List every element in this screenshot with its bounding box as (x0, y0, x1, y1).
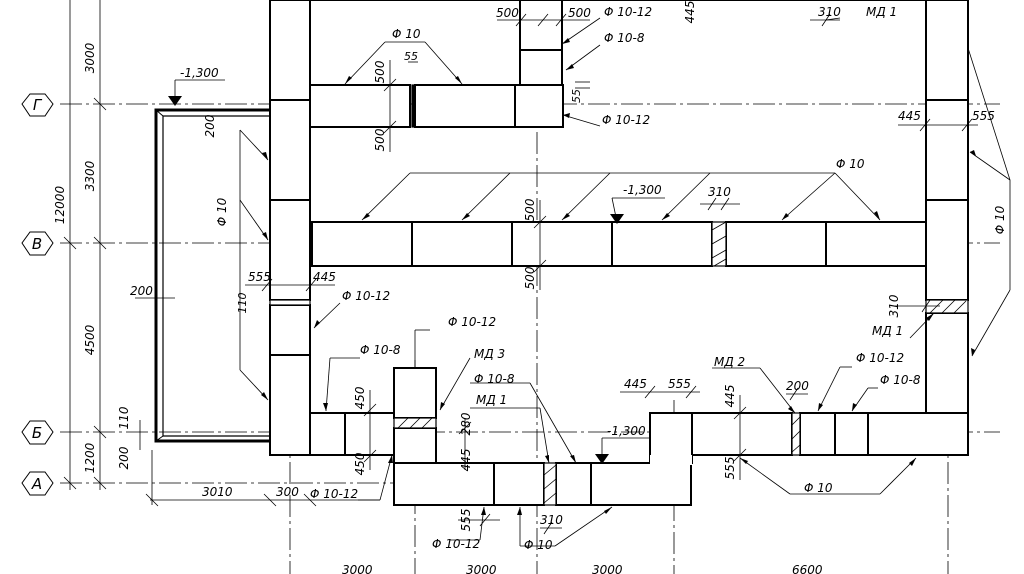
hatched-jumpers (269, 84, 969, 506)
label-md1-right: МД 1 (872, 324, 903, 338)
dim-3010: 3010 (202, 485, 233, 499)
dim-445-right: 445 (898, 109, 921, 123)
dim-555-right: 555 (972, 109, 995, 123)
leader-lines (174, 17, 1011, 547)
label-f10-middle: Φ 10 (836, 157, 865, 171)
axis-label-b: Б (32, 424, 42, 442)
level-label-left: -1,300 (180, 66, 219, 80)
level-marker-bottom (595, 454, 609, 464)
dim-445-top: 445 (683, 1, 697, 24)
axis-label-a: А (31, 475, 42, 493)
dim-445-vertical: 445 (723, 385, 737, 408)
dim-445-left: 445 (313, 270, 336, 284)
label-f10-8-top: Φ 10-8 (604, 31, 645, 45)
label-md1-middle: МД 1 (476, 393, 507, 407)
axis-marker-a: А (21, 471, 54, 496)
dim-310-right: 310 (887, 294, 901, 317)
dim-450-lower: 450 (353, 452, 367, 475)
dim-500-top-a: 500 (496, 6, 519, 20)
leader-arrowheads (261, 38, 976, 515)
dim-445-middle: 445 (624, 377, 647, 391)
dim-300: 300 (276, 485, 299, 499)
label-md1-top: МД 1 (866, 5, 897, 19)
dim-12000: 12000 (53, 186, 67, 225)
dim-310-bottom: 310 (540, 513, 563, 527)
dim-bottom-3000-b: 3000 (466, 563, 497, 574)
dim-55-b: 55 (570, 89, 583, 103)
level-marker-left (168, 96, 182, 106)
label-md2: МД 2 (714, 355, 745, 369)
dim-555-bottom: 555 (459, 509, 473, 532)
axis-marker-v: В (21, 231, 54, 256)
label-md3: МД 3 (474, 347, 505, 361)
dim-555-vertical: 555 (723, 457, 737, 480)
label-f10-12-box: Φ 10-12 (448, 315, 496, 329)
dim-310-top: 310 (818, 5, 841, 19)
axis-label-v: В (32, 235, 42, 253)
level-markers (168, 96, 624, 464)
label-f10-bottom: Φ 10 (524, 538, 553, 552)
dim-1200: 1200 (83, 442, 97, 473)
dim-55-a: 55 (404, 50, 418, 63)
label-f10-12-bottom: Φ 10-12 (432, 537, 480, 551)
left-dimension-lines (63, 0, 380, 507)
dim-500-mid-bottom: 500 (523, 266, 537, 289)
label-f10-right: Φ 10 (993, 205, 1007, 234)
label-f10-12-bottom-left: Φ 10-12 (310, 487, 358, 501)
dim-3000: 3000 (83, 42, 97, 73)
level-label-mid: -1,300 (623, 183, 662, 197)
dim-555-middle: 555 (668, 377, 691, 391)
dim-500-top-b: 500 (568, 6, 591, 20)
level-marker-mid (610, 214, 624, 224)
inner-dimension-text: 500 500 445 310 500 55 55 500 445 555 31… (248, 1, 995, 532)
dim-445-bottom: 445 (459, 449, 473, 472)
label-f10-12-right: Φ 10-12 (856, 351, 904, 365)
dim-110-left: 110 (117, 406, 131, 429)
label-f10-8-right: Φ 10-8 (880, 373, 921, 387)
dim-500-lower: 500 (373, 128, 387, 151)
label-f10-left: Φ 10 (215, 197, 229, 226)
dim-4500: 4500 (83, 324, 97, 355)
dim-200-left-bottom: 200 (117, 446, 131, 469)
annotation-labels: -1,300 -1,300 -1,300 Φ 10 Φ 10-12 Φ 10-8… (180, 5, 1007, 552)
level-label-bottom: -1,300 (607, 424, 646, 438)
dim-3300: 3300 (83, 160, 97, 191)
dim-200-left-top: 200 (203, 114, 217, 137)
inner-dimension-ticks (245, 13, 978, 535)
label-f10-top: Φ 10 (392, 27, 421, 41)
label-f10-8-middle: Φ 10-8 (474, 372, 515, 386)
label-f10-12-top-lower: Φ 10-12 (602, 113, 650, 127)
dim-280: 280 (459, 412, 473, 435)
dim-500-upper: 500 (373, 60, 387, 83)
left-dimension-text: 3000 3300 12000 4500 1200 110 200 200 20… (53, 42, 249, 473)
dim-450-upper: 450 (353, 386, 367, 409)
dim-200-left-mid: 200 (130, 284, 153, 298)
axis-marker-b: Б (21, 420, 54, 445)
axis-markers: Г В Б А (21, 93, 54, 496)
dim-bottom-3000-c: 3000 (592, 563, 623, 574)
label-f10-12-middle: Φ 10-12 (342, 289, 390, 303)
bottom-dimension-text: 3010 300 3000 3000 3000 6600 (202, 485, 823, 574)
dim-555-left: 555 (248, 270, 271, 284)
label-f10-8-left: Φ 10-8 (360, 343, 401, 357)
label-f10-bottom-right: Φ 10 (804, 481, 833, 495)
axis-label-g: Г (33, 96, 43, 114)
dim-200-middle: 200 (786, 379, 809, 393)
dim-110-wall: 110 (236, 293, 249, 314)
label-f10-12-top: Φ 10-12 (604, 5, 652, 19)
axis-marker-g: Г (21, 93, 54, 117)
dim-bottom-3000-a: 3000 (342, 563, 373, 574)
dim-bottom-6600: 6600 (792, 563, 823, 574)
dim-500-mid-top: 500 (523, 198, 537, 221)
foundation-blocks (269, 0, 969, 506)
dim-310-middle: 310 (708, 185, 731, 199)
